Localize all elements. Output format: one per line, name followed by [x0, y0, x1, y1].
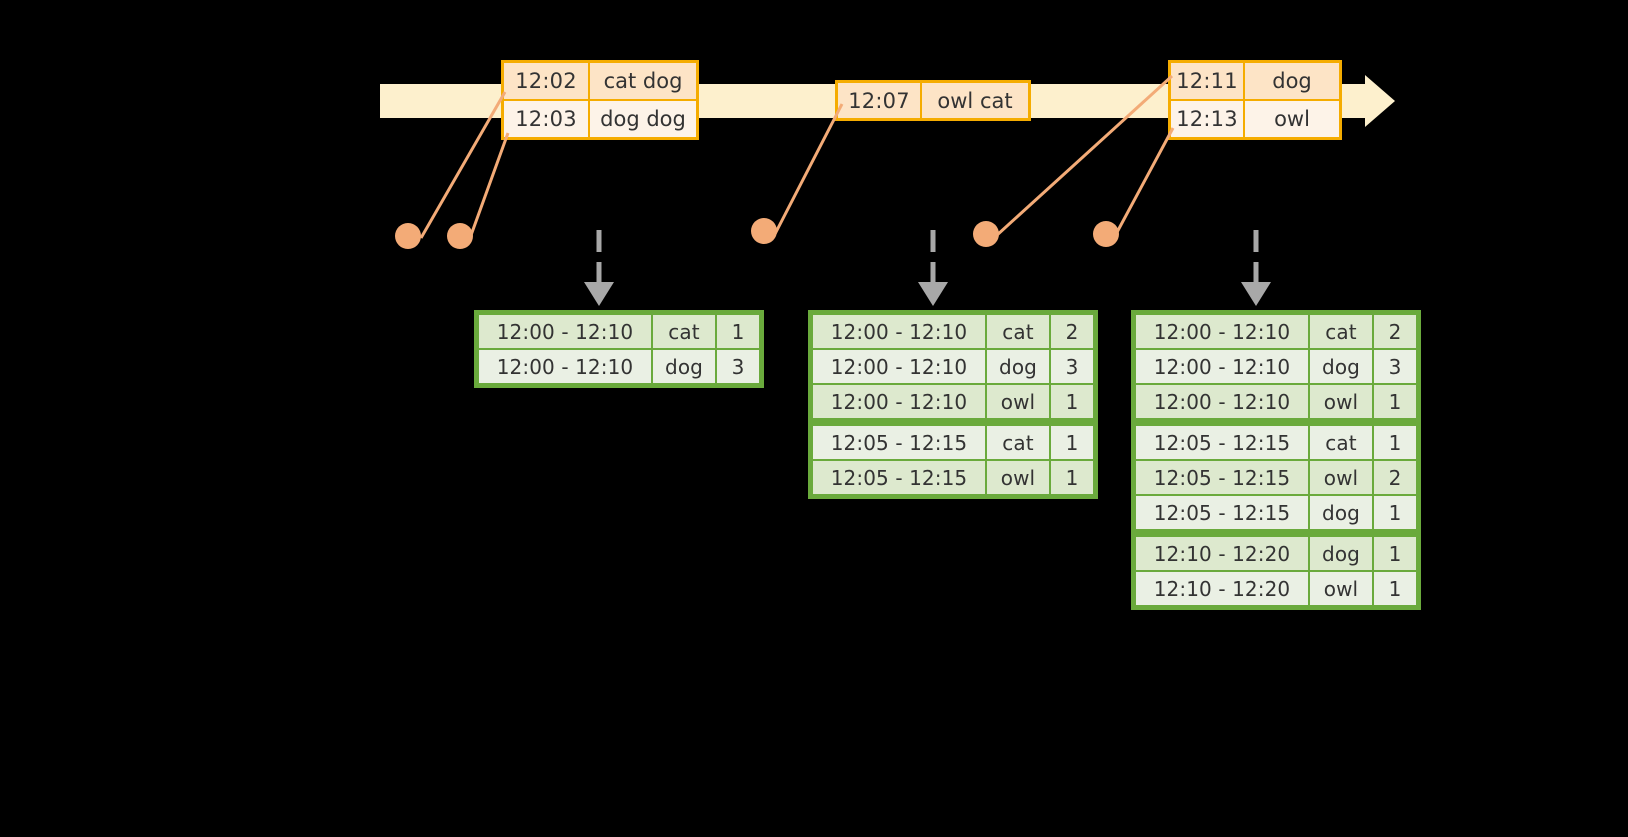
cell-key: dog — [1310, 496, 1372, 529]
event-row[interactable]: 12:03 dog dog — [504, 99, 696, 137]
cell-count: 1 — [717, 315, 759, 348]
cell-window: 12:00 - 12:10 — [1136, 315, 1308, 348]
emit-arrow-2 — [918, 230, 948, 306]
cell-window: 12:05 - 12:15 — [813, 461, 985, 494]
cell-key: cat — [987, 426, 1049, 459]
cell-window: 12:00 - 12:10 — [1136, 385, 1308, 418]
cell-count: 1 — [1051, 461, 1093, 494]
group-separator — [1136, 421, 1416, 423]
cell-window: 12:10 - 12:20 — [1136, 537, 1308, 570]
group-separator — [1136, 532, 1416, 534]
cell-count: 1 — [1051, 426, 1093, 459]
cell-count: 1 — [1374, 572, 1416, 605]
cell-key: owl — [1310, 385, 1372, 418]
cell-window: 12:00 - 12:10 — [813, 385, 985, 418]
cell-count: 2 — [1374, 315, 1416, 348]
event-dot-5[interactable] — [1093, 221, 1119, 247]
cell-key: owl — [1310, 461, 1372, 494]
event-dot-2[interactable] — [447, 223, 473, 249]
event-time: 12:03 — [504, 101, 590, 137]
cell-window: 12:00 - 12:10 — [479, 315, 651, 348]
cell-window: 12:05 - 12:15 — [1136, 496, 1308, 529]
cell-key: owl — [1310, 572, 1372, 605]
cell-window: 12:00 - 12:10 — [813, 315, 985, 348]
cell-window: 12:00 - 12:10 — [813, 350, 985, 383]
event-time: 12:11 — [1171, 63, 1245, 99]
cell-window: 12:00 - 12:10 — [1136, 350, 1308, 383]
event-words: dog — [1272, 69, 1312, 93]
event-words: dog dog — [600, 107, 686, 131]
event-row[interactable]: 12:11 dog — [1171, 63, 1339, 99]
event-row[interactable]: 12:02 cat dog — [504, 63, 696, 99]
event-box-1[interactable]: 12:02 cat dog 12:03 dog dog — [501, 60, 699, 140]
cell-count: 1 — [1051, 385, 1093, 418]
cell-count: 3 — [1374, 350, 1416, 383]
emit-arrow-1 — [584, 230, 614, 306]
cell-key: cat — [1310, 315, 1372, 348]
event-time: 12:02 — [504, 63, 590, 99]
cell-key: dog — [1310, 350, 1372, 383]
cell-count: 3 — [1051, 350, 1093, 383]
cell-count: 3 — [717, 350, 759, 383]
event-box-3[interactable]: 12:11 dog 12:13 owl — [1168, 60, 1342, 140]
cell-count: 2 — [1051, 315, 1093, 348]
cell-count: 1 — [1374, 426, 1416, 459]
cell-key: cat — [987, 315, 1049, 348]
event-dot-3[interactable] — [751, 218, 777, 244]
cell-window: 12:05 - 12:15 — [1136, 461, 1308, 494]
cell-count: 1 — [1374, 385, 1416, 418]
cell-count: 1 — [1374, 537, 1416, 570]
cell-window: 12:05 - 12:15 — [1136, 426, 1308, 459]
cell-key: owl — [987, 461, 1049, 494]
event-time: 12:13 — [1171, 101, 1245, 137]
cell-key: dog — [987, 350, 1049, 383]
cell-window: 12:10 - 12:20 — [1136, 572, 1308, 605]
event-dot-4[interactable] — [973, 221, 999, 247]
event-row[interactable]: 12:13 owl — [1171, 99, 1339, 137]
event-dot-1[interactable] — [395, 223, 421, 249]
cell-window: 12:05 - 12:15 — [813, 426, 985, 459]
event-words: owl — [1274, 107, 1310, 131]
cell-count: 2 — [1374, 461, 1416, 494]
event-box-2[interactable]: 12:07 owl cat — [835, 80, 1031, 121]
event-time: 12:07 — [838, 83, 922, 118]
cell-count: 1 — [1374, 496, 1416, 529]
cell-key: owl — [987, 385, 1049, 418]
event-words: owl cat — [937, 88, 1013, 113]
group-separator — [813, 421, 1093, 423]
emit-arrow-3 — [1241, 230, 1271, 306]
cell-key: cat — [1310, 426, 1372, 459]
event-words: cat dog — [603, 69, 683, 93]
timeline-arrow-icon — [1365, 75, 1395, 127]
cell-key: dog — [653, 350, 715, 383]
cell-window: 12:00 - 12:10 — [479, 350, 651, 383]
cell-key: cat — [653, 315, 715, 348]
event-row[interactable]: 12:07 owl cat — [838, 83, 1028, 118]
cell-key: dog — [1310, 537, 1372, 570]
